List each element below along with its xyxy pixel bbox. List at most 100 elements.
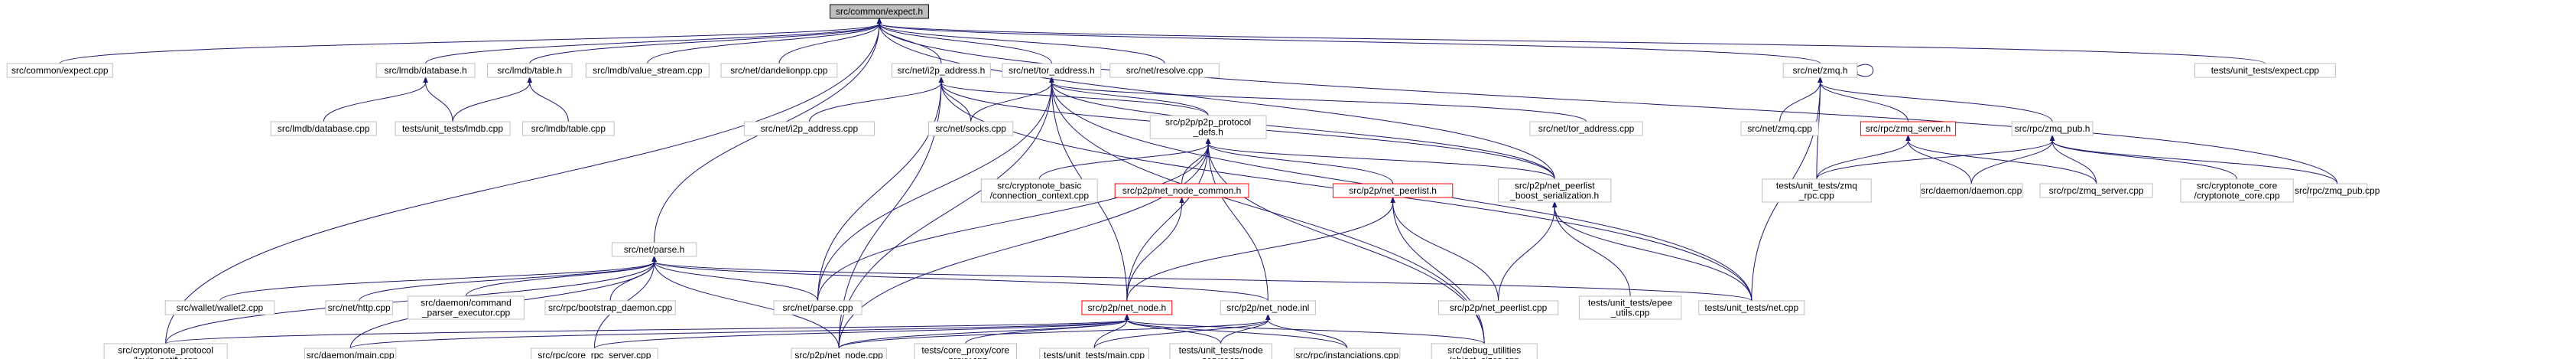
graph-node[interactable]: src/net/i2p_address.cpp: [743, 121, 875, 136]
graph-node[interactable]: src/net/parse.cpp: [773, 300, 862, 315]
graph-node[interactable]: src/common/expect.h: [830, 4, 929, 19]
graph-node[interactable]: tests/unit_tests/expect.cpp: [2194, 63, 2336, 78]
graph-node[interactable]: src/cryptonote_core/cryptonote_core.cpp: [2180, 178, 2294, 203]
graph-node[interactable]: src/cryptonote_basic/connection_context.…: [980, 178, 1098, 203]
node-box: [408, 295, 525, 320]
graph-node[interactable]: tests/unit_tests/main.cpp: [1039, 348, 1149, 359]
dependency-edge: [1126, 138, 1211, 302]
graph-node[interactable]: src/daemon/daemon.cpp: [1920, 183, 2023, 198]
node-label: src/net/zmq.cpp: [1747, 123, 1812, 134]
node-label: tests/unit_tests/net.cpp: [1704, 302, 1798, 313]
node-box: [927, 121, 1014, 136]
graph-node[interactable]: src/lmdb/database.cpp: [270, 121, 377, 136]
node-box: [1529, 121, 1643, 136]
graph-node[interactable]: tests/unit_tests/net.cpp: [1698, 300, 1805, 315]
node-box: [743, 121, 875, 136]
graph-node[interactable]: src/rpc/bootstrap_daemon.cpp: [544, 300, 676, 315]
graph-node[interactable]: src/wallet/wallet2.cpp: [164, 300, 275, 315]
node-label: src/net/parse.h: [624, 244, 684, 255]
node-label: src/common/expect.cpp: [11, 65, 109, 76]
dependency-edge: [817, 77, 944, 302]
dependency-edge: [1093, 314, 1271, 349]
graph-node[interactable]: src/net/zmq.cpp: [1740, 121, 1819, 136]
graph-node[interactable]: src/net/dandelionpp.cpp: [720, 63, 838, 78]
dependency-edge: [452, 77, 532, 122]
graph-node[interactable]: src/net/i2p_address.h: [892, 63, 991, 78]
graph-node[interactable]: src/lmdb/value_stream.cpp: [585, 63, 710, 78]
graph-node[interactable]: src/rpc/zmq_server.cpp: [2039, 183, 2153, 198]
graph-node[interactable]: src/p2p/net_node.inl: [1220, 300, 1316, 315]
node-box: [914, 343, 1017, 359]
dependency-edge: [647, 18, 882, 64]
graph-node[interactable]: src/daemon/command_parser_executor.cpp: [408, 295, 525, 320]
node-box: [1114, 183, 1249, 198]
graph-node[interactable]: src/daemon/main.cpp: [304, 348, 397, 359]
node-label: /connection_context.cpp: [990, 191, 1090, 201]
graph-node[interactable]: src/p2p/net_peerlist_boost_serialization…: [1498, 178, 1612, 203]
dependency-edge: [1126, 197, 1395, 302]
graph-node[interactable]: src/lmdb/table.h: [487, 63, 573, 78]
dependency-edge: [1049, 77, 1485, 344]
graph-node[interactable]: src/p2p/net_peerlist.cpp: [1437, 300, 1559, 315]
node-box: [2180, 178, 2294, 203]
node-box: [1431, 343, 1538, 359]
graph-node[interactable]: src/rpc/zmq_server.h: [1860, 121, 1957, 136]
graph-node[interactable]: src/cryptonote_protocol/levin_notify.cpp: [103, 343, 228, 359]
graph-node[interactable]: tests/unit_tests/epee_utils.cpp: [1578, 295, 1682, 320]
node-box: [395, 121, 511, 136]
graph-node[interactable]: src/net/resolve.cpp: [1109, 63, 1220, 78]
graph-node[interactable]: src/net/http.cpp: [325, 300, 393, 315]
node-box: [164, 300, 275, 315]
dependency-edge: [1390, 197, 1499, 302]
graph-node[interactable]: src/net/socks.cpp: [927, 121, 1014, 136]
graph-node[interactable]: src/net/tor_address.h: [1002, 63, 1102, 78]
dependency-edge: [876, 18, 1821, 64]
graph-node[interactable]: src/p2p/net_node.h: [1081, 300, 1173, 315]
node-box: [1149, 115, 1267, 139]
graph-node[interactable]: src/rpc/zmq_pub.cpp: [2295, 183, 2380, 198]
graph-node[interactable]: src/p2p/net_node.cpp: [791, 348, 887, 359]
graph-node[interactable]: src/net/tor_address.cpp: [1529, 121, 1643, 136]
graph-node[interactable]: src/p2p/p2p_protocol_defs.h: [1149, 115, 1267, 139]
graph-node[interactable]: tests/unit_tests/node_server.cpp: [1169, 343, 1272, 359]
node-box: [1220, 300, 1316, 315]
dependency-edge: [817, 77, 1054, 302]
graph-node[interactable]: tests/unit_tests/lmdb.cpp: [395, 121, 511, 136]
node-label: tests/unit_tests/node: [1179, 345, 1263, 356]
graph-node[interactable]: src/lmdb/database.h: [375, 63, 476, 78]
graph-node[interactable]: src/net/parse.h: [611, 242, 697, 257]
graph-node[interactable]: src/net/zmq.h: [1782, 63, 1858, 78]
node-box: [611, 242, 697, 257]
node-label: src/p2p/net_node.cpp: [794, 350, 883, 359]
node-box: [304, 348, 397, 359]
graph-node[interactable]: tests/core_proxy/core_proxy.cpp: [914, 343, 1017, 359]
dependency-edge: [876, 18, 1165, 64]
node-label: tests/unit_tests/zmq: [1776, 181, 1857, 191]
dependency-edge: [970, 77, 1054, 122]
node-box: [1578, 295, 1682, 320]
node-label: src/common/expect.h: [836, 6, 923, 17]
dependency-edge: [423, 77, 453, 122]
node-box: [6, 63, 113, 78]
dependency-edge: [349, 314, 1130, 349]
graph-node[interactable]: src/lmdb/table.cpp: [522, 121, 615, 136]
graph-node[interactable]: src/common/expect.cpp: [6, 63, 113, 78]
dependency-edge: [838, 138, 1211, 349]
dependency-edge: [1817, 77, 2053, 122]
node-box: [2307, 183, 2368, 198]
graph-node[interactable]: tests/unit_tests/zmq_rpc.cpp: [1762, 178, 1872, 203]
graph-node[interactable]: src/rpc/zmq_pub.h: [2011, 121, 2094, 136]
graph-node[interactable]: src/p2p/net_peerlist.h: [1332, 183, 1454, 198]
graph-node[interactable]: src/rpc/instanciations.cpp: [1294, 348, 1401, 359]
dependency-edge: [838, 77, 1054, 349]
dependency-edge: [59, 18, 882, 64]
node-label: src/net/socks.cpp: [935, 123, 1006, 134]
dependency-edge: [965, 314, 1130, 344]
graph-node[interactable]: src/p2p/net_node_common.h: [1114, 183, 1249, 198]
node-label: /cryptonote_core.cpp: [2194, 191, 2280, 201]
node-box: [1740, 121, 1819, 136]
graph-node[interactable]: src/debug_utilities/object_sizes.cpp: [1431, 343, 1538, 359]
node-box: [1332, 183, 1454, 198]
graph-node[interactable]: src/rpc/core_rpc_server.cpp: [531, 348, 658, 359]
node-label: src/net/i2p_address.h: [898, 65, 986, 76]
